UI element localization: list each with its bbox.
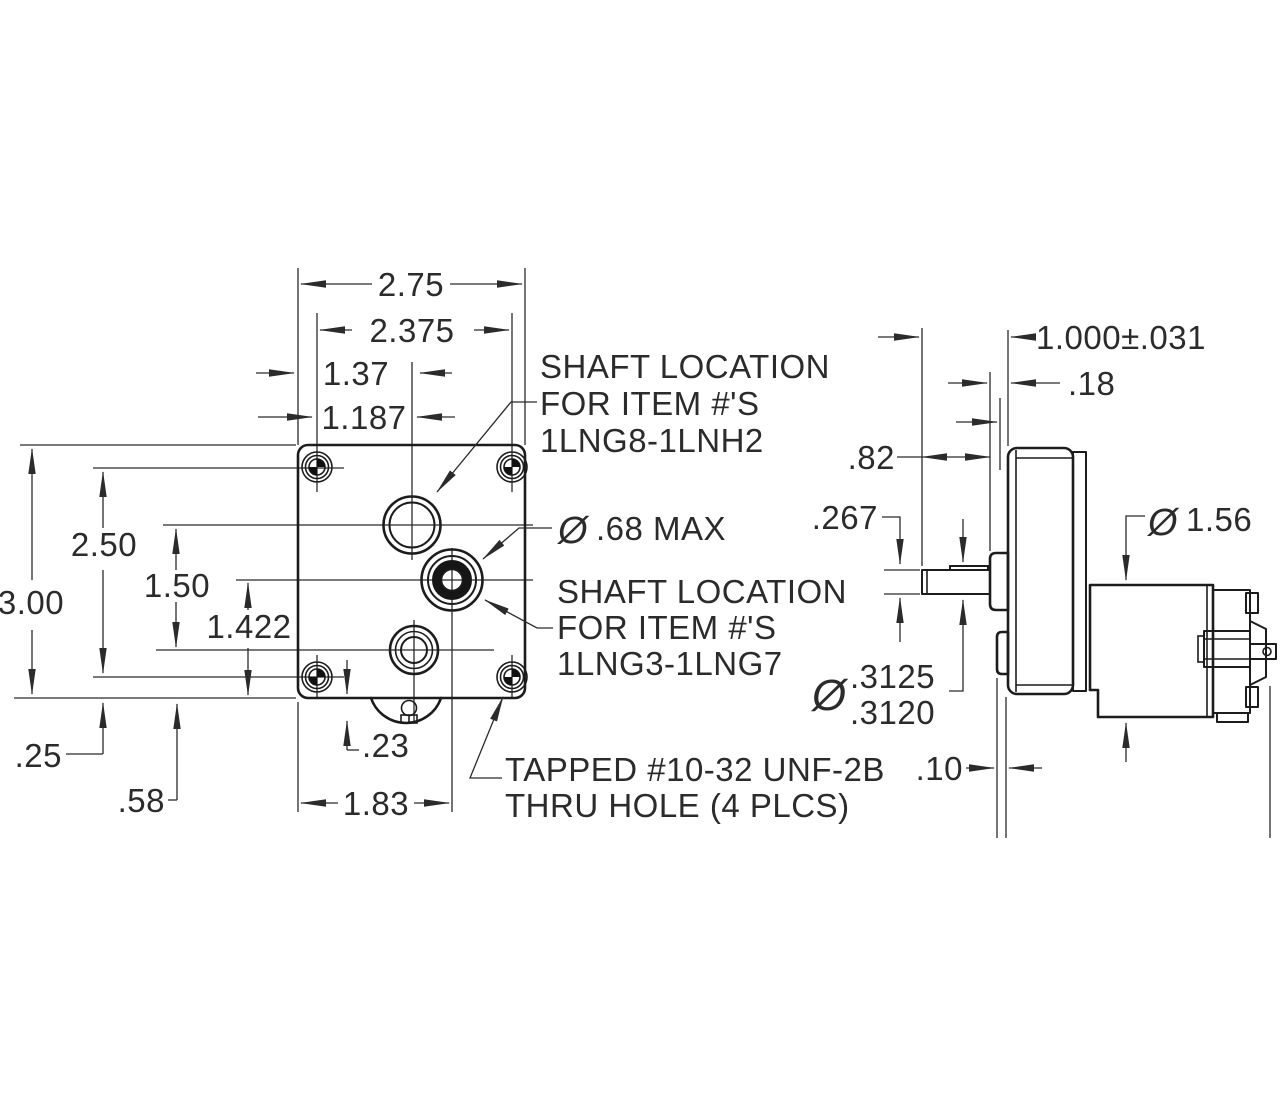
motor-diameter-note: Ø 1.56 [1146,501,1252,544]
lower-shaft-note-line2: FOR ITEM #'S [557,609,777,646]
front-view-dimension-lines [28,280,523,807]
motor-diameter-value: 1.56 [1186,501,1252,538]
mounting-screw-top-left [301,451,333,483]
terminal-tab [1249,643,1277,660]
lower-bearing-hole [388,624,440,676]
terminal-block [1203,630,1251,668]
upper-shaft-note-line3: 1LNG8-1LNH2 [540,422,764,459]
dim-shaft-length: 1.000±.031 [1036,319,1206,356]
motor-end-cap [1212,589,1251,714]
upper-shaft-note-line2: FOR ITEM #'S [540,385,760,422]
dim-upper-shaft-offset-a: 1.37 [323,355,389,392]
bottom-housing-bump [369,696,443,725]
dim-shaft-dia-upper-limit: .3125 [850,658,935,695]
dim-mount-hole-spacing-x: 2.375 [369,312,454,349]
upper-shaft-note-line1: SHAFT LOCATION [540,348,830,385]
mounting-screw-top-right [496,451,528,483]
dim-lower-hole-bottom-offset: .58 [118,782,165,819]
dim-mount-hole-spacing-y: 2.50 [71,526,137,563]
lower-bearing-boss [995,630,1010,676]
lower-shaft-note-line3: 1LNG3-1LNG7 [557,645,783,682]
upper-bearing-boss [988,551,1010,612]
motor-body [1088,583,1277,723]
dim-overall-width: 2.75 [378,266,444,303]
gearbox-face-outline [296,443,527,700]
dim-shaft-dia-lower-limit: .3120 [850,694,935,731]
boss-diameter-value: .68 MAX [596,510,726,547]
dim-mount-hole-bottom-offset: .25 [15,737,62,774]
side-view-dimension-lines [878,333,1145,772]
boss-diameter-note: Ø .68 MAX [556,510,726,552]
side-view: 1.000±.031 .18 .82 .267 Ø 1.56 Ø .3125 .… [810,319,1277,838]
tapped-note-line2: THRU HOLE (4 PLCS) [505,787,850,824]
diameter-symbol: Ø [556,510,590,552]
lower-shaft-with-shaft-installed [420,548,484,612]
mounting-screw-bottom-left [301,661,333,693]
dim-shaft-center-spacing: 1.50 [144,567,210,604]
upper-shaft-note: SHAFT LOCATION FOR ITEM #'S 1LNG8-1LNH2 [540,348,830,459]
front-view-leaders [436,401,553,779]
tapped-hole-note: TAPPED #10-32 UNF-2B THRU HOLE (4 PLCS) [505,751,885,824]
dim-upper-shaft-offset-b: 1.187 [321,399,406,436]
dim-overall-height: 3.00 [0,584,64,621]
end-cap-bottom-bump [1245,686,1259,708]
dim-lower-shaft-height: 1.422 [206,608,291,645]
dim-upper-boss-protrusion: .18 [1068,365,1115,402]
gearbox-spacer-plate [1072,451,1087,692]
shaft-diameter-limits: Ø .3125 .3120 [810,658,935,731]
gearbox-plate [1006,446,1087,696]
upper-shaft-hole [382,495,442,555]
lower-shaft-note-line1: SHAFT LOCATION [557,573,847,610]
output-shaft [921,565,991,595]
dim-shaft-exposed-length: .82 [848,439,895,476]
diameter-symbol: Ø [1146,502,1180,544]
motor-foot [1216,712,1249,723]
front-view: 2.75 2.375 1.37 1.187 3.00 2.50 1.50 1.4… [0,266,885,824]
mounting-screw-bottom-right [496,661,528,693]
terminal-hole [1262,646,1272,657]
diameter-symbol: Ø [810,671,849,720]
dim-lower-shaft-from-left: 1.83 [343,785,409,822]
dim-lower-boss-protrusion: .10 [916,750,963,787]
dim-bump-protrusion: .23 [362,727,409,764]
side-view-extension-lines [884,328,1271,838]
tapped-note-line1: TAPPED #10-32 UNF-2B [505,751,885,788]
lower-shaft-note: SHAFT LOCATION FOR ITEM #'S 1LNG3-1LNG7 [557,573,847,682]
dim-shaft-flat-height: .267 [812,499,878,536]
end-cap-top-bump [1245,592,1259,614]
